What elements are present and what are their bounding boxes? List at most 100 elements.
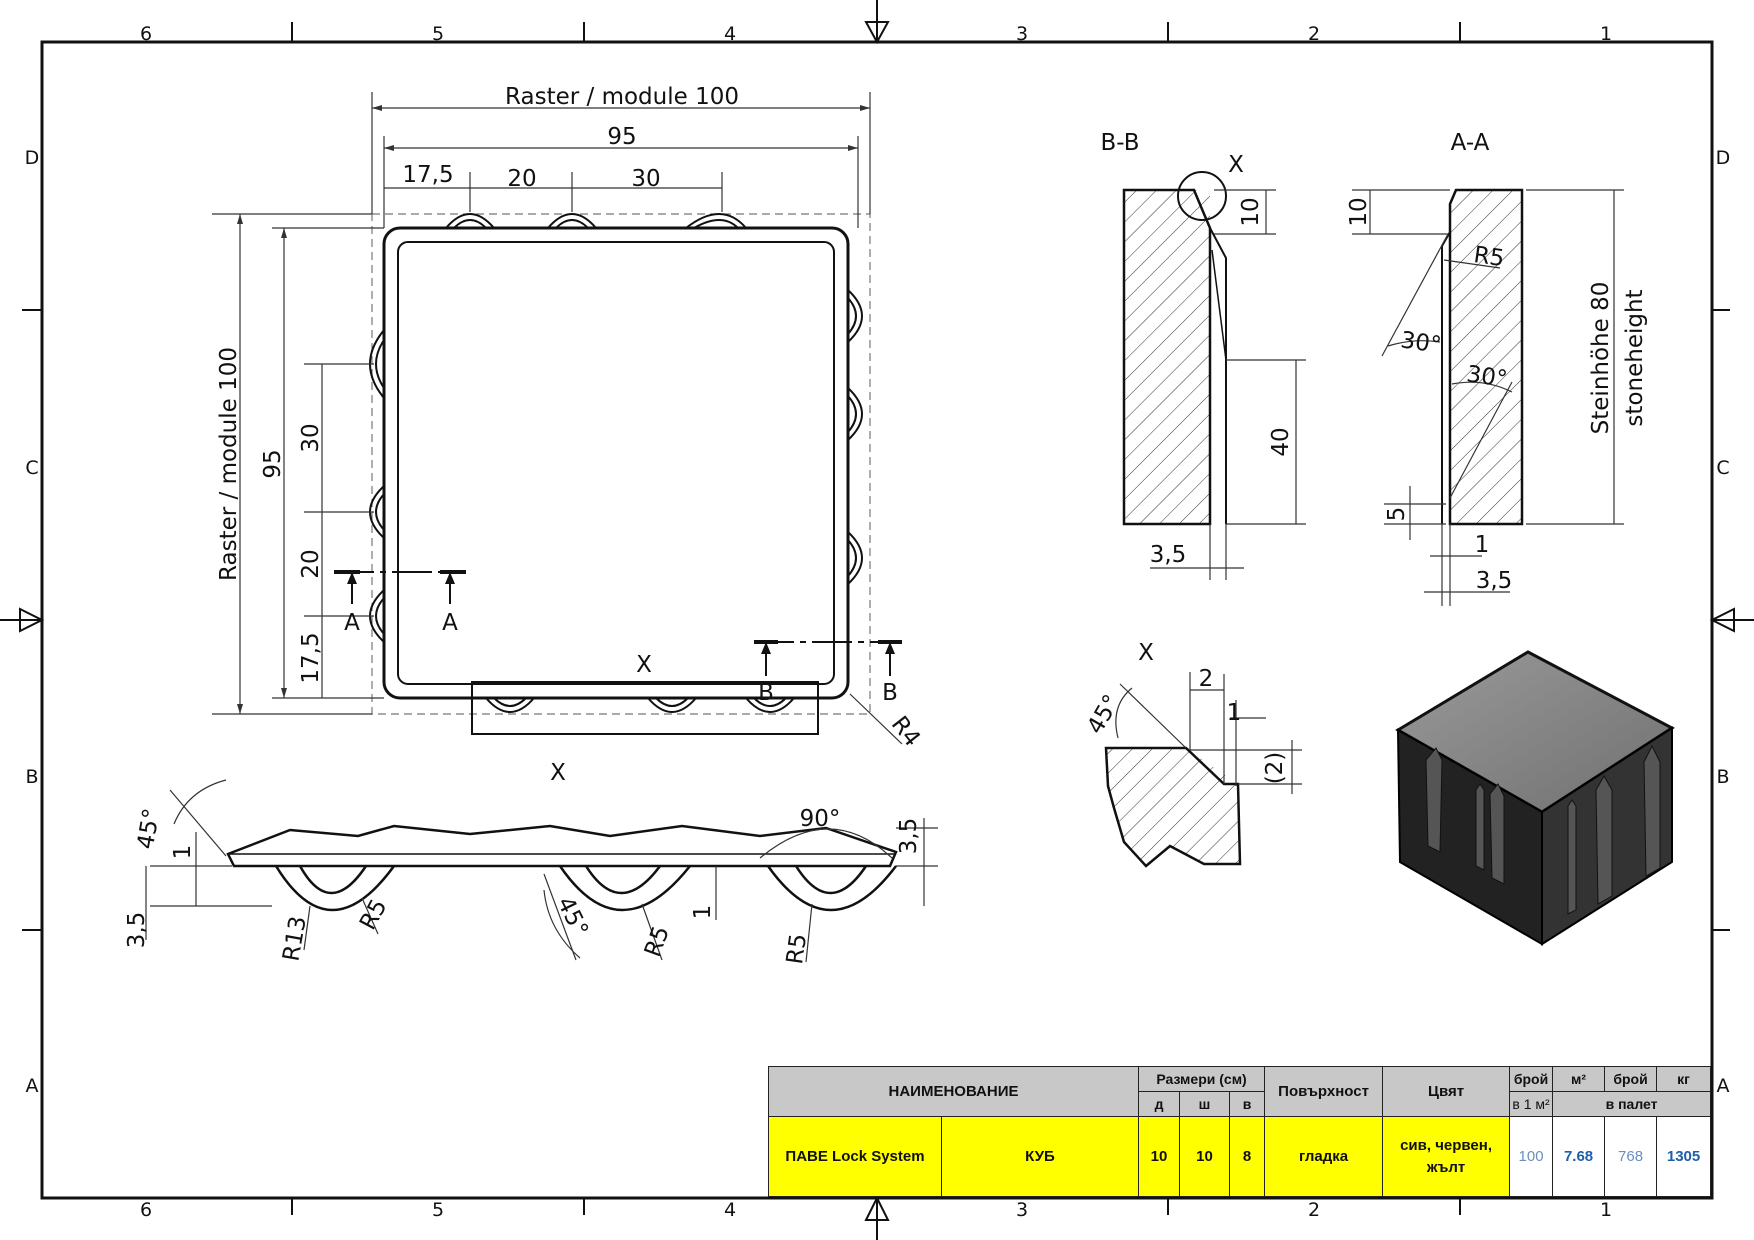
section-aa-angle-30-b: 30° — [1465, 361, 1509, 392]
dim-30-left: 30 — [298, 423, 324, 452]
side-view: X 45° 1 3,5 R13 R5 45° R5 1 R5 90° 3,5 — [124, 760, 938, 966]
header-name: НАИМЕНОВАНИЕ — [767, 1066, 1140, 1117]
section-a-right-label: A — [442, 610, 458, 636]
header-kg: кг — [1656, 1066, 1712, 1092]
row-name: ПАВЕ Lock System — [768, 1116, 942, 1197]
top-zone-1: 1 — [1600, 23, 1612, 45]
radius-r4-label: R4 — [886, 712, 925, 752]
top-view: Raster / module 100 95 17,5 20 30 Raster… — [212, 84, 925, 752]
left-zone-a: A — [26, 1075, 39, 1097]
header-surface: Повърхност — [1264, 1066, 1384, 1117]
detail-x-dim-2-paren: (2) — [1262, 752, 1288, 785]
dim-1-left: 1 — [170, 845, 196, 860]
dim-3-5-right: 3,5 — [896, 818, 922, 855]
angle-45-left: 45° — [133, 806, 166, 851]
section-aa-dim-10: 10 — [1346, 197, 1372, 226]
detail-x-dim-2: 2 — [1199, 666, 1214, 692]
section-b-right-label: B — [882, 680, 898, 706]
side-view-label: X — [550, 760, 566, 786]
header-color: Цвят — [1382, 1066, 1511, 1117]
row-d: 10 — [1138, 1116, 1181, 1197]
row-surface: гладка — [1264, 1116, 1384, 1197]
row-count-m2: 100 — [1509, 1116, 1554, 1197]
header-d: д — [1138, 1091, 1181, 1117]
detail-x-angle-45: 45° — [1082, 690, 1125, 738]
detail-x-dim-1: 1 — [1227, 700, 1242, 726]
bottom-zone-6: 6 — [140, 1199, 152, 1221]
angle-90: 90° — [800, 806, 841, 832]
header-count-per-m2: в 1 м² — [1509, 1091, 1554, 1117]
section-aa: A-A 10 R5 30° 30° 5 1 3,5 Steinhöhe 80 s… — [1346, 130, 1648, 606]
section-bb-dim-3-5: 3,5 — [1150, 542, 1187, 568]
section-aa-dim-1: 1 — [1475, 532, 1490, 558]
bottom-zone-1: 1 — [1600, 1199, 1612, 1221]
left-zone-d: D — [25, 147, 40, 169]
detail-x-view: X 45° 2 1 (2) — [1082, 640, 1302, 868]
row-v: 8 — [1229, 1116, 1266, 1197]
top-zone-3: 3 — [1016, 23, 1028, 45]
row-sh: 10 — [1179, 1116, 1231, 1197]
left-zone-b: B — [25, 766, 38, 788]
section-bb: B-B X 10 40 3,5 — [1100, 130, 1306, 580]
section-aa-radius-r5: R5 — [1472, 242, 1506, 272]
isometric-cube-image — [1395, 650, 1675, 946]
bottom-zone-5: 5 — [432, 1199, 444, 1221]
row-type: КУБ — [940, 1116, 1140, 1197]
header-dimensions: Размери (см) — [1138, 1066, 1266, 1092]
dim-17-5-top: 17,5 — [402, 162, 453, 188]
dim-20-top: 20 — [507, 166, 536, 192]
left-zone-c: C — [25, 457, 38, 479]
top-zone-6: 6 — [140, 23, 152, 45]
section-a-left-label: A — [344, 610, 360, 636]
right-zone-b: B — [1716, 766, 1729, 788]
dim-1-mid: 1 — [690, 905, 716, 920]
dim-95-horizontal: 95 — [607, 124, 636, 150]
right-zone-d: D — [1716, 147, 1731, 169]
row-kg: 1305 — [1656, 1116, 1712, 1197]
row-count-pallet: 768 — [1604, 1116, 1658, 1197]
header-sh: ш — [1179, 1091, 1231, 1117]
section-bb-detail-x: X — [1228, 152, 1244, 178]
top-zone-5: 5 — [432, 23, 444, 45]
dim-3-5-left: 3,5 — [124, 912, 150, 949]
dim-raster-horizontal: Raster / module 100 — [505, 84, 739, 110]
radius-r5-c: R5 — [782, 932, 812, 966]
section-aa-dim-5: 5 — [1384, 507, 1410, 522]
top-zone-2: 2 — [1308, 23, 1320, 45]
height-label-stoneheight: stoneheight — [1622, 289, 1648, 426]
section-bb-dim-10: 10 — [1238, 197, 1264, 226]
dim-30-top: 30 — [631, 166, 660, 192]
right-zone-a: A — [1717, 1075, 1730, 1097]
dim-17-5-left: 17,5 — [298, 632, 324, 683]
header-v: в — [1229, 1091, 1266, 1117]
detail-x-callout: X — [636, 652, 652, 678]
section-b-left-label: B — [758, 680, 774, 706]
angle-45-mid: 45° — [552, 893, 593, 941]
dim-raster-vertical: Raster / module 100 — [216, 347, 242, 581]
radius-r13: R13 — [278, 914, 311, 963]
dim-20-left: 20 — [298, 549, 324, 578]
height-label-steinhoehe: Steinhöhe 80 — [1588, 282, 1614, 435]
section-aa-angle-30-a: 30° — [1399, 327, 1443, 358]
radius-r5-b: R5 — [640, 923, 675, 961]
header-count-pallet: брой — [1604, 1066, 1658, 1092]
row-color: сив, червен, жълт — [1382, 1116, 1511, 1197]
section-aa-dim-3-5: 3,5 — [1476, 568, 1513, 594]
bottom-zone-4: 4 — [724, 1199, 736, 1221]
header-count: брой — [1509, 1066, 1554, 1092]
bottom-zone-2: 2 — [1308, 1199, 1320, 1221]
header-m2: м² — [1552, 1066, 1606, 1092]
header-in-pallet: в палет — [1552, 1091, 1712, 1117]
frame-labels: 6 5 4 3 2 1 6 5 4 3 2 1 D C B A D C B A — [25, 23, 1731, 1221]
detail-x-title: X — [1138, 640, 1154, 666]
section-aa-title: A-A — [1451, 130, 1490, 156]
title-block-table: НАИМЕНОВАНИЕ Размери (см) Повърхност Цвя… — [767, 1066, 1712, 1197]
row-m2: 7.68 — [1552, 1116, 1606, 1197]
dim-95-vertical: 95 — [260, 449, 286, 478]
top-zone-4: 4 — [724, 23, 736, 45]
section-bb-dim-40: 40 — [1268, 427, 1294, 456]
right-zone-c: C — [1716, 457, 1729, 479]
section-bb-title: B-B — [1100, 130, 1139, 156]
